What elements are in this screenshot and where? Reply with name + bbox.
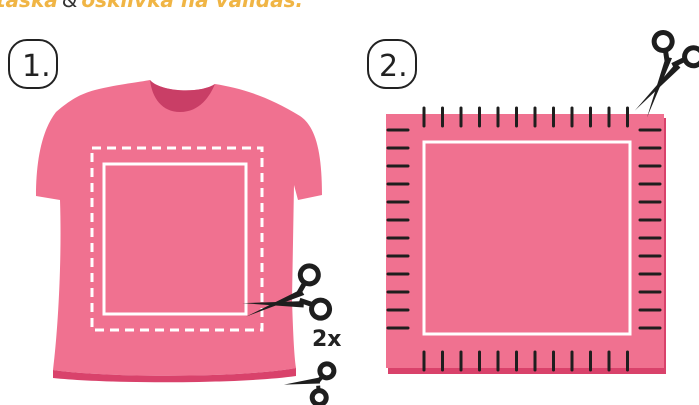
- cut-count-label: 2x: [312, 327, 342, 352]
- step-2: 2.: [368, 27, 699, 374]
- step-2-number: 2.: [379, 49, 408, 84]
- tshirt: [36, 80, 322, 382]
- step-1-number: 1.: [22, 49, 51, 84]
- scissors-icon: [618, 27, 699, 127]
- fabric-square: [386, 114, 664, 368]
- step-1: 1. 2x: [9, 40, 342, 405]
